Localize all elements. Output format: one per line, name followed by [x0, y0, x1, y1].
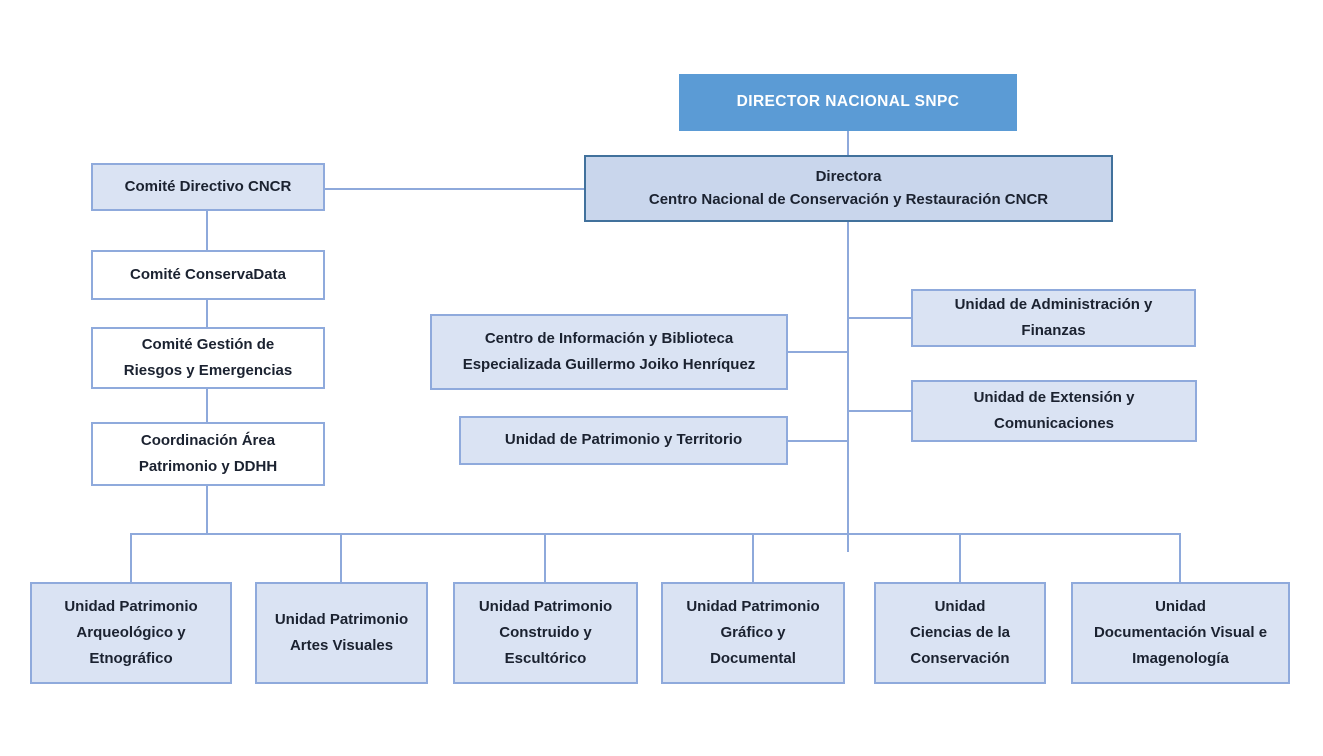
node-centro-informacion-biblioteca: Centro de Información y Biblioteca Espec…	[430, 314, 788, 390]
node-unidad-extension-comunicaciones: Unidad de Extensión y Comunicaciones	[911, 380, 1197, 442]
connector-director-to-directora	[847, 131, 849, 155]
node-unidad-patrimonio-construido: Unidad Patrimonio Construido y Escultóri…	[453, 582, 638, 684]
directora-subtitle: Centro Nacional de Conservación y Restau…	[648, 190, 1049, 208]
directora-title: Directora	[815, 168, 882, 185]
node-unidad-administracion-finanzas: Unidad de Administración y Finanzas	[911, 289, 1196, 347]
connector-drop-construido	[544, 533, 546, 582]
node-comite-conservadata: Comité ConservaData	[91, 250, 325, 300]
connector-drop-artes	[340, 533, 342, 582]
connector-drop-documentacion	[1179, 533, 1181, 582]
connector-directora-trunk	[847, 222, 849, 552]
connector-comite-directivo-to-directora	[325, 188, 584, 190]
connector-drop-grafico	[752, 533, 754, 582]
connector-conservadata-to-gestion	[206, 300, 208, 327]
node-directora-cncr: Directora Centro Nacional de Conservació…	[584, 155, 1113, 222]
node-unidad-patrimonio-arqueologico: Unidad Patrimonio Arqueológico y Etnográ…	[30, 582, 232, 684]
node-unidad-patrimonio-artes-visuales: Unidad Patrimonio Artes Visuales	[255, 582, 428, 684]
node-coordinacion-patrimonio-ddhh: Coordinación Área Patrimonio y DDHH	[91, 422, 325, 486]
node-director-nacional-snpc: DIRECTOR NACIONAL SNPC	[679, 74, 1017, 131]
node-unidad-ciencias-conservacion: Unidad Ciencias de la Conservación	[874, 582, 1046, 684]
connector-bottom-rail	[130, 533, 1181, 535]
connector-trunk-to-centro-informacion	[788, 351, 847, 353]
connector-drop-arqueologico	[130, 533, 132, 582]
node-unidad-patrimonio-territorio: Unidad de Patrimonio y Territorio	[459, 416, 788, 465]
connector-directivo-to-conservadata	[206, 211, 208, 250]
node-comite-directivo-cncr: Comité Directivo CNCR	[91, 163, 325, 211]
connector-drop-ciencias	[959, 533, 961, 582]
connector-trunk-to-administracion	[849, 317, 911, 319]
node-comite-gestion-riesgos: Comité Gestión de Riesgos y Emergencias	[91, 327, 325, 389]
connector-gestion-to-coordinacion	[206, 389, 208, 422]
node-unidad-documentacion-visual: Unidad Documentación Visual e Imagenolog…	[1071, 582, 1290, 684]
connector-trunk-to-extension	[849, 410, 911, 412]
connector-coordinacion-to-bottom-rail	[206, 486, 208, 534]
connector-trunk-to-patrimonio-territorio	[788, 440, 847, 442]
node-unidad-patrimonio-grafico: Unidad Patrimonio Gráfico y Documental	[661, 582, 845, 684]
